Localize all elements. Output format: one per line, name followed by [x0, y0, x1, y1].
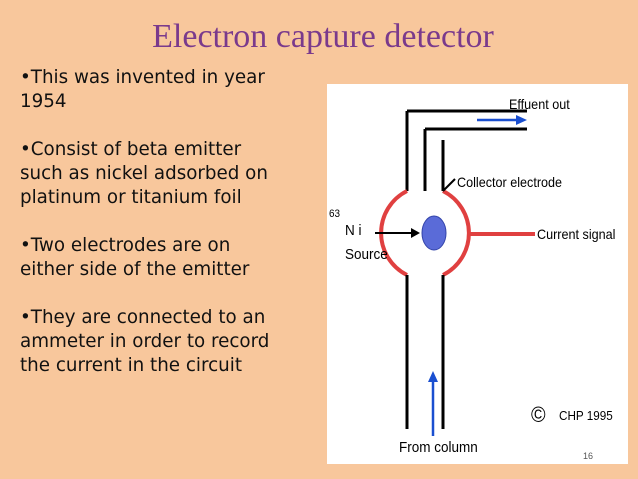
source-label: Source	[345, 246, 388, 263]
from-column-label: From column	[399, 439, 478, 456]
slide-title: Electron capture detector	[152, 18, 494, 55]
effluent-arrow-head	[516, 115, 527, 125]
bullet-list: •This was invented in year 1954 •Consist…	[20, 66, 320, 402]
current-signal-label: Current signal	[537, 226, 616, 242]
ecd-diagram: Effuent out Collector electrode 63 N i S…	[327, 84, 628, 464]
page-number: 16	[583, 451, 594, 461]
detector-ring-right	[442, 189, 471, 277]
copyright-label: CHP 1995	[559, 408, 613, 423]
isotope-mass-label: 63	[329, 208, 341, 220]
bullet-two-electrodes: •Two electrodes are on either side of th…	[20, 235, 250, 280]
isotope-element-label: N i	[345, 222, 362, 239]
copyright-icon: ©	[531, 402, 546, 427]
column-arrow-head	[428, 371, 438, 382]
collector-electrode-label: Collector electrode	[457, 174, 563, 190]
bullet-invented-year: •This was invented in year 1954	[20, 67, 265, 112]
nickel-source	[421, 215, 447, 251]
collector-pointer	[442, 178, 456, 192]
bullet-beta-emitter: •Consist of beta emitter such as nickel …	[20, 139, 268, 208]
bullet-ammeter: •They are connected to an ammeter in ord…	[20, 307, 270, 376]
source-arrow-head	[411, 228, 420, 238]
effluent-out-label: Effuent out	[509, 96, 570, 112]
ecd-diagram-drawing	[375, 109, 535, 436]
